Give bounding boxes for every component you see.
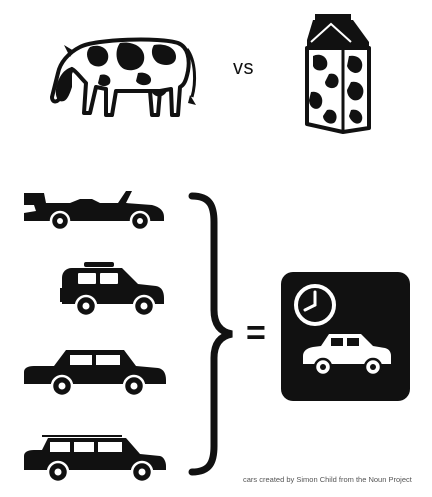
cow-icon bbox=[50, 27, 200, 122]
equals-sign: = bbox=[246, 316, 266, 350]
credit-text: cars created by Simon Child from the Nou… bbox=[243, 475, 412, 484]
suv-icon bbox=[60, 260, 168, 320]
vs-label: vs bbox=[233, 57, 273, 80]
sedan-car-icon bbox=[22, 346, 167, 398]
convertible-car-icon bbox=[22, 185, 167, 230]
milk-carton-icon bbox=[303, 12, 375, 134]
station-wagon-icon bbox=[22, 432, 167, 484]
car-sharing-clock-icon bbox=[281, 272, 410, 401]
curly-brace-icon bbox=[188, 192, 236, 477]
